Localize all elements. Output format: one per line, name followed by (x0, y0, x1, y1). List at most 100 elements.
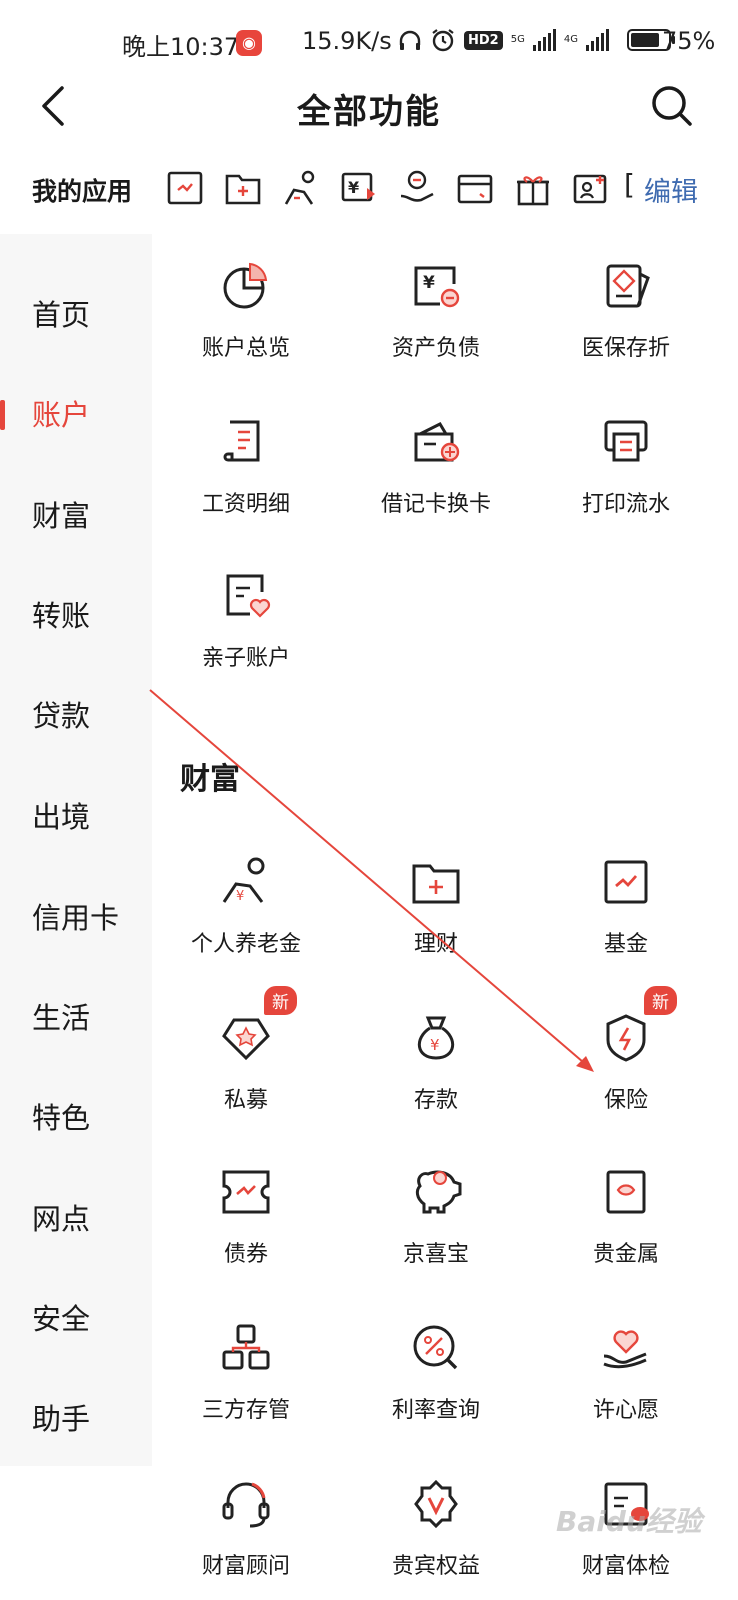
tile-label: 医保存折 (581, 336, 670, 361)
tile-vip-benefits[interactable]: 贵宾权益 (346, 1478, 526, 1580)
tile-family-account[interactable]: 亲子账户 (156, 570, 336, 672)
status-bar: 晚上10:37 ◉ 15.9K/s HD2 5G 4G 75% (0, 0, 738, 80)
contact-add-icon[interactable] (572, 168, 610, 208)
sidebar-item-abroad[interactable]: 出境 (32, 800, 91, 834)
signal-bars-icon (532, 29, 556, 51)
tile-label: 财富顾问 (201, 1554, 290, 1579)
tile-label: 理财 (413, 932, 458, 957)
tile-rate-query[interactable]: 利率查询 (346, 1322, 526, 1424)
bond-ticket-icon (222, 1170, 270, 1214)
wealth-folder-icon (412, 864, 460, 904)
vip-badge-icon (414, 1479, 458, 1529)
new-badge: 新 (644, 986, 677, 1015)
sidebar-item-life[interactable]: 生活 (32, 1001, 91, 1035)
sidebar-item-home[interactable]: 首页 (32, 298, 91, 332)
sidebar-item-assistant[interactable]: 助手 (32, 1402, 91, 1436)
signal-5g-label: 5G (510, 34, 525, 45)
wealth-folder-icon[interactable] (224, 168, 262, 208)
wish-heart-icon (603, 1330, 647, 1369)
hand-coin-icon[interactable] (398, 168, 436, 208)
new-badge: 新 (264, 986, 297, 1015)
tile-assets-liabilities[interactable]: ¥ 资产负债 (346, 260, 526, 362)
tile-print-statement[interactable]: 打印流水 (536, 416, 716, 518)
card-icon[interactable] (456, 168, 494, 208)
tile-label: 许心愿 (592, 1398, 659, 1423)
headphones-icon (399, 30, 421, 50)
pension-icon: ¥ (222, 857, 265, 904)
search-icon[interactable] (650, 84, 694, 128)
svg-text:¥: ¥ (236, 889, 244, 904)
tile-debit-card-replace[interactable]: 借记卡换卡 (346, 416, 526, 518)
page-title: 全部功能 (297, 92, 441, 132)
sidebar-item-wealth[interactable]: 财富 (32, 499, 91, 533)
tile-label: 账户总览 (201, 336, 290, 361)
tile-salary-details[interactable]: 工资明细 (156, 416, 336, 518)
edit-button[interactable]: 编辑 (640, 170, 698, 209)
status-icons: HD2 5G 4G (398, 27, 675, 53)
watermark: Baidu经验 (556, 1505, 702, 1538)
more-icons-bracket: [ (624, 168, 635, 201)
back-button[interactable] (34, 84, 74, 128)
tile-label: 打印流水 (581, 492, 670, 517)
section-title-wealth: 财富 (180, 762, 240, 797)
tile-label: 贵金属 (592, 1242, 659, 1267)
medical-passbook-icon (606, 264, 650, 308)
custody-blocks-icon (222, 1324, 270, 1370)
sidebar-item-credit-card[interactable]: 信用卡 (32, 901, 120, 935)
pie-chart-icon (223, 262, 268, 309)
card-swap-icon (414, 422, 460, 462)
sidebar-item-loan[interactable]: 贷款 (32, 699, 91, 733)
piggy-bank-icon (415, 1170, 462, 1214)
tile-wealth-checkup[interactable]: 财富体检 (536, 1478, 716, 1580)
tile-fund[interactable]: 基金 (536, 856, 716, 958)
tile-label: 个人养老金 (190, 932, 301, 957)
tile-private-equity[interactable]: 新 私募 (156, 986, 336, 1114)
my-apps-label: 我的应用 (32, 177, 133, 206)
tile-label: 保险 (603, 1088, 648, 1113)
shield-icon (606, 1014, 646, 1062)
signal-bars-icon (585, 29, 609, 51)
advisor-headset-icon (222, 1482, 270, 1528)
tile-label: 存款 (413, 1088, 458, 1113)
sidebar-item-security[interactable]: 安全 (32, 1302, 91, 1336)
network-speed: 15.9K/s (302, 27, 392, 55)
tile-account-overview[interactable]: 账户总览 (156, 260, 336, 362)
tile-label: 亲子账户 (201, 646, 290, 671)
sidebar-item-branch[interactable]: 网点 (32, 1202, 91, 1236)
tile-third-party-custody[interactable]: 三方存管 (156, 1322, 336, 1424)
tile-insurance[interactable]: 新 保险 (536, 986, 716, 1114)
my-apps-icons[interactable]: ¥ (166, 168, 610, 208)
svg-text:¥: ¥ (430, 1036, 440, 1054)
printer-icon (604, 420, 648, 462)
tile-label: 资产负债 (391, 336, 480, 361)
sidebar-item-transfer[interactable]: 转账 (32, 599, 91, 633)
precious-metal-icon (606, 1170, 646, 1214)
tile-wealth-advisor[interactable]: 财富顾问 (156, 1478, 336, 1580)
rate-query-icon (413, 1325, 458, 1370)
tile-deposit[interactable]: ¥ 存款 (346, 1012, 526, 1114)
tile-label: 三方存管 (201, 1398, 290, 1423)
tile-precious-metal[interactable]: 贵金属 (536, 1166, 716, 1268)
yuan-minus-icon: ¥ (414, 266, 460, 308)
sidebar-item-account[interactable]: 账户 (32, 398, 91, 432)
sidebar-item-featured[interactable]: 特色 (32, 1101, 91, 1135)
tile-wish[interactable]: 许心愿 (536, 1322, 716, 1424)
battery-percent: 75% (662, 27, 716, 55)
fund-icon (604, 860, 648, 904)
tile-personal-pension[interactable]: ¥ 个人养老金 (156, 856, 336, 958)
tile-wealth-management[interactable]: 理财 (346, 856, 526, 958)
fund-icon[interactable] (166, 168, 204, 208)
yuan-transfer-icon[interactable]: ¥ (340, 168, 378, 208)
tile-medical-passbook[interactable]: 医保存折 (536, 260, 716, 362)
tile-label: 财富体检 (581, 1554, 670, 1579)
tile-label: 贵宾权益 (391, 1554, 480, 1579)
gift-icon[interactable] (514, 168, 552, 208)
family-account-icon (226, 574, 271, 618)
category-sidebar: 首页 账户 财富 转账 贷款 出境 信用卡 生活 特色 网点 安全 助手 (0, 234, 152, 1466)
tile-jingxibao[interactable]: 京喜宝 (346, 1166, 526, 1268)
svg-text:¥: ¥ (348, 178, 359, 197)
header: 全部功能 (0, 70, 738, 140)
salary-doc-icon (223, 420, 260, 462)
tile-bond[interactable]: 债券 (156, 1166, 336, 1268)
pension-icon[interactable] (282, 168, 320, 208)
